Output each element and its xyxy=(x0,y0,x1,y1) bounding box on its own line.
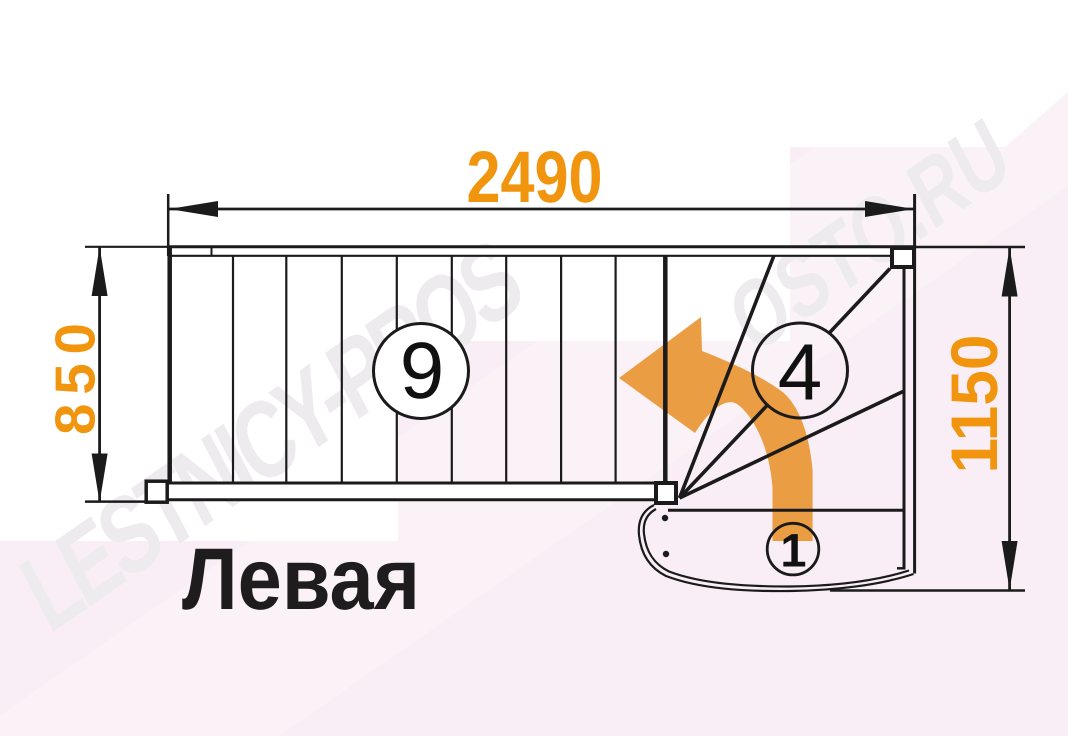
svg-text:1: 1 xyxy=(780,524,806,577)
svg-text:1150: 1150 xyxy=(937,335,1011,474)
svg-text:Левая: Левая xyxy=(182,530,420,628)
svg-text:9: 9 xyxy=(400,326,445,415)
svg-text:4: 4 xyxy=(778,328,823,417)
svg-text:850: 850 xyxy=(44,323,107,435)
svg-text:2490: 2490 xyxy=(467,137,603,218)
